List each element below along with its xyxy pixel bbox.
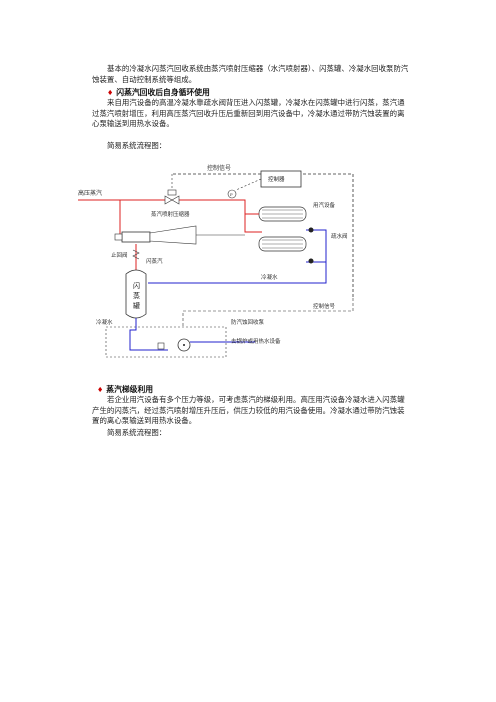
flash-steam-label: 闪蒸汽 [146, 257, 163, 265]
diamond-bullet-icon: ♦ [107, 89, 114, 97]
tank-char-1: 闪 [133, 281, 140, 290]
trap-label: 疏水阀 [331, 232, 348, 240]
ejector-body [121, 231, 151, 243]
condensate-mid-label: 冷凝水 [261, 273, 278, 281]
intro-paragraph: 基本的冷凝水闪蒸汽回收系统由蒸汽喷射压缩器（水汽喷射器）、闪蒸罐、冷凝水回收泵防… [92, 64, 409, 84]
equipment-label: 用汽设备 [313, 201, 336, 209]
section2-heading-text: 蒸汽梯级利用 [106, 385, 154, 394]
tank-char-2: 蒸 [133, 291, 140, 300]
heat-exchanger-bottom [258, 236, 307, 252]
check-valve-icon [132, 249, 140, 260]
controller-label: 控制器 [268, 175, 285, 183]
section1-heading-text: 闪蒸汽回收后自身循环使用 [116, 88, 210, 97]
check-valve-label: 止回阀 [111, 251, 128, 259]
flash-tank [125, 269, 147, 319]
pressure-gauge-icon [227, 189, 237, 199]
control-signal-bottom-line [182, 298, 354, 326]
section2-heading: ♦蒸汽梯级利用 [97, 384, 153, 395]
heat-exchanger-top [258, 206, 307, 222]
gauge-label: P [230, 192, 233, 197]
to-boiler-label: 去锅炉或用热水设备 [231, 337, 281, 345]
condensate-left-label: 冷凝水 [96, 318, 113, 326]
section2-paragraph: 若企业用汽设备有多个压力等级，可考虑蒸汽的梯级利用。高压用汽设备冷凝水进入闪蒸罐… [92, 395, 405, 426]
ejector-diffuser [149, 225, 197, 245]
controller-gauge-link [235, 178, 262, 191]
condensate-return-pipe [306, 229, 327, 263]
control-valve-icon [164, 195, 173, 205]
anti-cav-box [105, 326, 227, 358]
trap-icon-top [308, 227, 314, 233]
section1-paragraph: 来自用汽设备的高温冷凝水靠疏水阀背压进入闪蒸罐，冷凝水在闪蒸罐中进行闪蒸，蒸汽通… [92, 98, 405, 129]
trap-icon-bottom [308, 258, 314, 264]
hp-steam-label: 高压蒸汽 [78, 189, 102, 197]
section2-caption: 简易系统流程图： [107, 428, 167, 437]
valve-box-icon [157, 342, 165, 350]
hp-steam-pipe [78, 199, 262, 233]
control-signal-bottom-label: 控制信号 [313, 302, 336, 310]
tank-outlet-pipe [129, 318, 168, 351]
anti-cav-label: 防汽蚀回收泵 [231, 318, 265, 326]
section1-heading: ♦闪蒸汽回收后自身循环使用 [107, 87, 210, 98]
ejector-label: 蒸汽喷射压缩器 [151, 210, 190, 218]
condensate-to-tank-pipe [148, 262, 327, 284]
flash-steam-system-diagram: 控制信号 控制器 高压蒸汽 P 蒸汽喷射压缩器 用汽设备 疏水阀 冷凝水 止回阀 [78, 164, 354, 358]
diamond-bullet-icon: ♦ [97, 386, 104, 394]
tank-char-3: 罐 [133, 301, 140, 310]
control-signal-top-line [173, 173, 354, 298]
section1-caption: 简易系统流程图： [107, 141, 167, 150]
control-signal-top-label: 控制信号 [207, 164, 231, 172]
